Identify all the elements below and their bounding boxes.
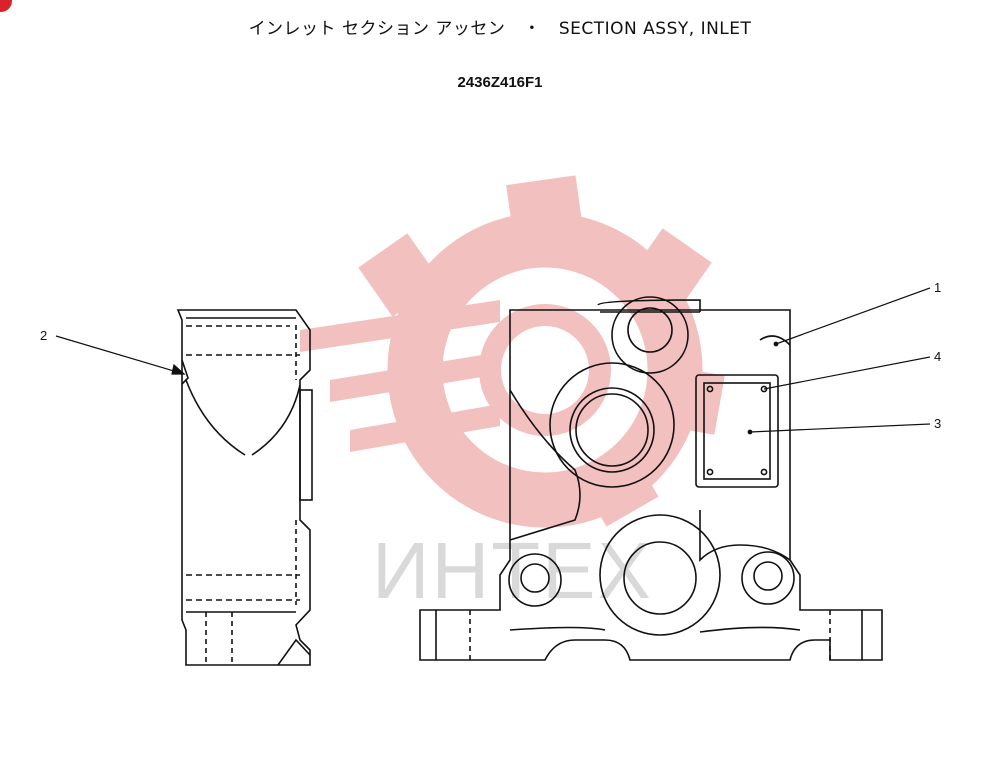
callout-3: 3: [934, 416, 941, 431]
side-view: [176, 309, 313, 666]
drawing-title: インレット セクション アッセン・ SECTION ASSY, INLET: [0, 14, 1000, 39]
callout-1: 1: [934, 280, 941, 295]
watermark-gear-icon: [300, 175, 725, 528]
part-number: 2436Z416F1: [457, 74, 543, 91]
front-view: [419, 296, 883, 661]
title-separator: ・: [523, 19, 541, 39]
title-english: SECTION ASSY, INLET: [558, 19, 752, 39]
callout-4: 4: [934, 349, 941, 364]
leader-lines: [55, 287, 931, 433]
title-japanese: インレット セクション アッセン: [248, 19, 506, 39]
callout-2: 2: [40, 328, 47, 343]
